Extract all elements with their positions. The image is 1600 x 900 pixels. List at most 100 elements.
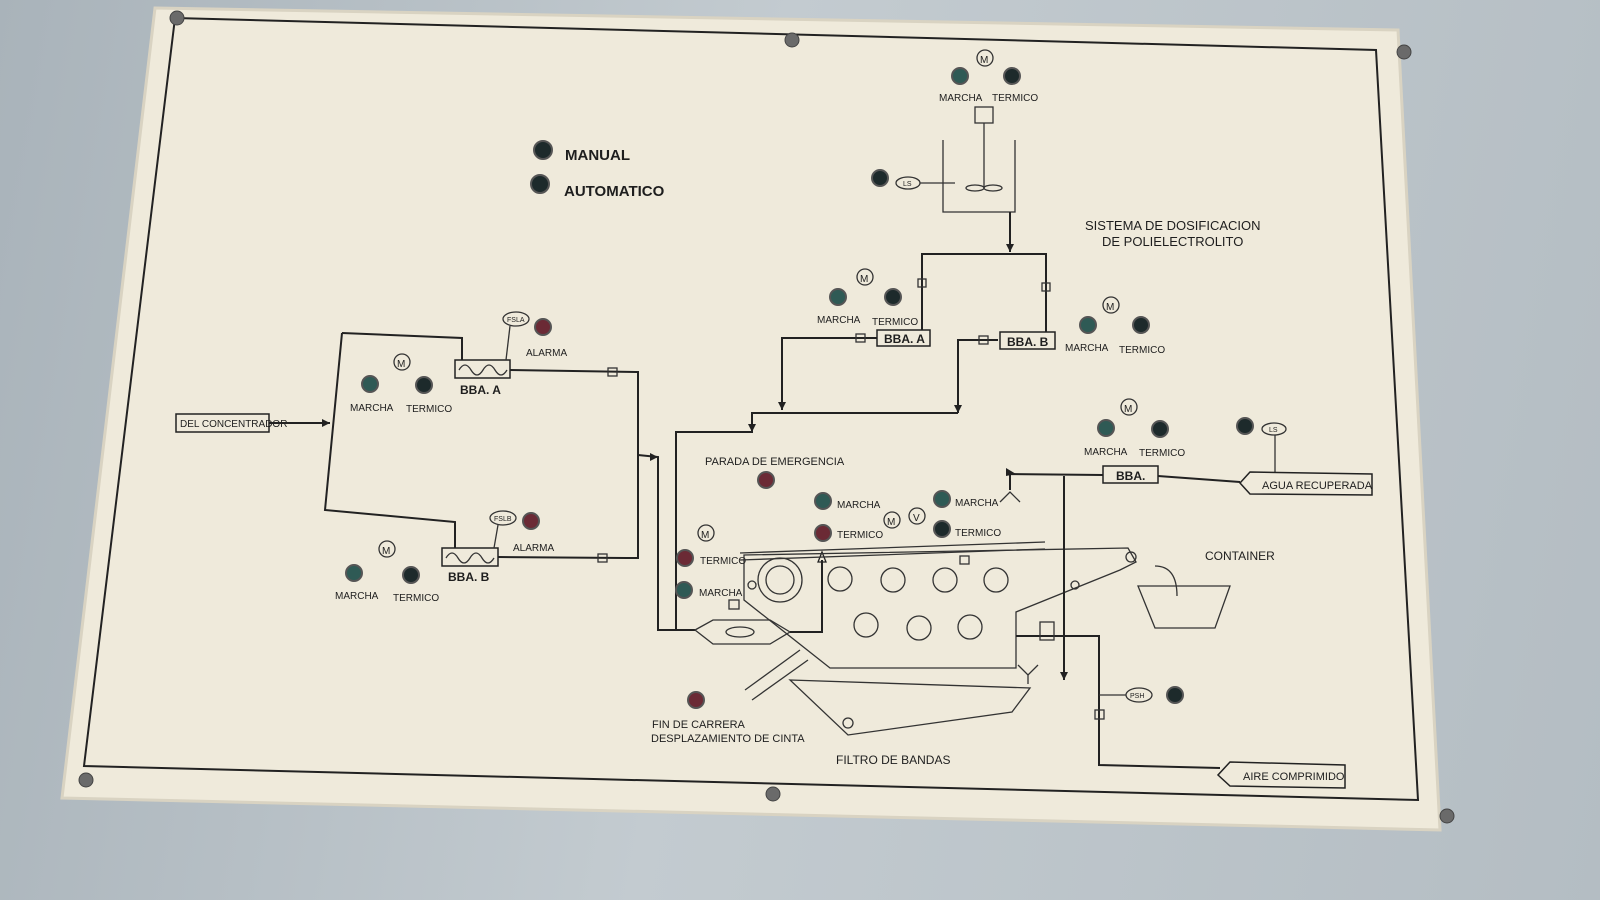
container: CONTAINER: [1137, 549, 1275, 629]
mixer-termico-label: TERMICO: [700, 556, 746, 567]
title-line-2: DE POLIELECTROLITO: [1102, 234, 1243, 249]
poly-piping: [675, 212, 1051, 630]
agua-ls-lamp[interactable]: [1236, 417, 1254, 435]
aire-comprimido-box: [1216, 761, 1346, 789]
agua-recuperada-box: [1238, 471, 1373, 496]
valve-symbol-icon: [908, 507, 926, 525]
screw-icon: [1396, 44, 1412, 60]
sludge-b-screw: [445, 552, 495, 564]
tank-marcha-lamp[interactable]: [951, 67, 969, 85]
wash-water-system: M MARCHA TERMICO LS BBA. AGUA RECUPERADA…: [999, 398, 1373, 789]
fin-carrera-label-2: DESPLAZAMIENTO DE CINTA: [651, 733, 805, 745]
motor-symbol-icon: [697, 524, 715, 542]
filter-marcha-lamp[interactable]: [814, 492, 832, 510]
screw-icon: [78, 772, 94, 788]
poly-pump-a: M MARCHA TERMICO BBA. A: [817, 268, 931, 347]
del-concentrador-label: DEL CONCENTRADOR: [180, 419, 287, 430]
fslb-text: FSLB: [494, 516, 512, 523]
tank-ls-lamp[interactable]: [871, 169, 889, 187]
sludge-b-marcha-label: MARCHA: [335, 591, 379, 602]
fin-carrera-label-1: FIN DE CARRERA: [652, 719, 746, 731]
motor-symbol-icon: [1120, 398, 1138, 416]
mixer-marcha-lamp[interactable]: [675, 581, 693, 599]
motor-symbol-icon: [883, 511, 901, 529]
poly-a-marcha-lamp[interactable]: [829, 288, 847, 306]
sludge-b-termico-label: TERMICO: [393, 593, 439, 604]
manual-label: MANUAL: [565, 147, 630, 164]
agua-ls-text: LS: [1269, 427, 1278, 434]
sludge-a-screw: [458, 364, 508, 376]
screw-icon: [765, 786, 781, 802]
belt-filter: FILTRO DE BANDAS FIN DE CARRERA DESPLAZA…: [651, 541, 1137, 767]
parada-label: PARADA DE EMERGENCIA: [705, 456, 845, 468]
parada-emergencia-lamp[interactable]: [757, 471, 775, 489]
automatico-label: AUTOMATICO: [564, 183, 665, 200]
wash-marcha-label: MARCHA: [955, 498, 999, 509]
wash-termico-label: TERMICO: [955, 528, 1001, 539]
fsla-tag: [502, 311, 530, 327]
filter-termico-lamp[interactable]: [814, 524, 832, 542]
fslb-tag: [489, 510, 517, 526]
poly-a-termico-lamp[interactable]: [884, 288, 902, 306]
poly-b-termico-lamp[interactable]: [1132, 316, 1150, 334]
agitator-blade: [983, 184, 1003, 192]
container-shape: [1137, 585, 1231, 629]
sludge-b-alarma-label: ALARMA: [513, 543, 554, 554]
poly-a-termico-label: TERMICO: [872, 317, 918, 328]
tank-body: [942, 140, 1016, 213]
automatico-lamp[interactable]: [530, 174, 550, 194]
wash-termico-lamp[interactable]: [933, 520, 951, 538]
sludge-b-termico-lamp[interactable]: [402, 566, 420, 584]
poly-b-text: BBA. B: [1007, 335, 1049, 349]
poly-b-marcha-lamp[interactable]: [1079, 316, 1097, 334]
wash-pump-termico-lamp[interactable]: [1151, 420, 1169, 438]
fin-carrera-lamp[interactable]: [687, 691, 705, 709]
sludge-a-termico-lamp[interactable]: [415, 376, 433, 394]
filter-motors: MARCHA TERMICO M V MARCHA TERMICO M TERM…: [675, 490, 1001, 599]
ls-tag-text: LS: [903, 181, 912, 188]
sludge-a-marcha-label: MARCHA: [350, 403, 394, 414]
manual-lamp[interactable]: [533, 140, 553, 160]
poly-b-termico-label: TERMICO: [1119, 345, 1165, 356]
wash-pump-marcha-lamp[interactable]: [1097, 419, 1115, 437]
sludge-b-label: BBA. B: [448, 570, 490, 584]
motor-symbol-icon: [393, 353, 411, 371]
sludge-b-alarma-lamp[interactable]: [522, 512, 540, 530]
sludge-a-termico-label: TERMICO: [406, 404, 452, 415]
screw-icon: [784, 32, 800, 48]
polyelectrolyte-tank: M MARCHA TERMICO LS: [871, 49, 1038, 213]
mixer-termico-lamp[interactable]: [676, 549, 694, 567]
filter-frame: [743, 547, 1137, 669]
title-line-1: SISTEMA DE DOSIFICACION: [1085, 218, 1261, 233]
valve-symbol-text: V: [913, 513, 920, 524]
wash-pump-text: BBA.: [1116, 469, 1145, 483]
wash-marcha-lamp[interactable]: [933, 490, 951, 508]
drip-tray: [788, 679, 1032, 736]
tank-marcha-label: MARCHA: [939, 93, 983, 104]
motor-symbol-text: M: [860, 274, 868, 285]
tank-termico-lamp[interactable]: [1003, 67, 1021, 85]
motor-symbol-icon: [976, 49, 994, 67]
sludge-a-alarma-lamp[interactable]: [534, 318, 552, 336]
tank-termico-label: TERMICO: [992, 93, 1038, 104]
sludge-a-label: BBA. A: [460, 383, 501, 397]
sludge-a-alarma-label: ALARMA: [526, 348, 567, 359]
psh-lamp[interactable]: [1166, 686, 1184, 704]
sludge-a-marcha-lamp[interactable]: [361, 375, 379, 393]
motor-symbol-text: M: [887, 517, 895, 528]
poly-a-text: BBA. A: [884, 332, 925, 346]
fsla-text: FSLA: [507, 317, 525, 324]
sludge-b-marcha-lamp[interactable]: [345, 564, 363, 582]
poly-a-box: [876, 329, 931, 347]
poly-pump-b: M MARCHA TERMICO BBA. B: [999, 296, 1165, 356]
motor-symbol-text: M: [1106, 302, 1114, 313]
panel-border-line: [82, 16, 1420, 802]
mixer-marcha-label: MARCHA: [699, 588, 743, 599]
motor-symbol-text: M: [382, 546, 390, 557]
wash-pump-termico-label: TERMICO: [1139, 448, 1185, 459]
motor-symbol-icon: [378, 540, 396, 558]
poly-b-marcha-label: MARCHA: [1065, 343, 1109, 354]
screw-icon: [1439, 808, 1455, 824]
agua-recuperada-label: AGUA RECUPERADA: [1262, 480, 1373, 492]
